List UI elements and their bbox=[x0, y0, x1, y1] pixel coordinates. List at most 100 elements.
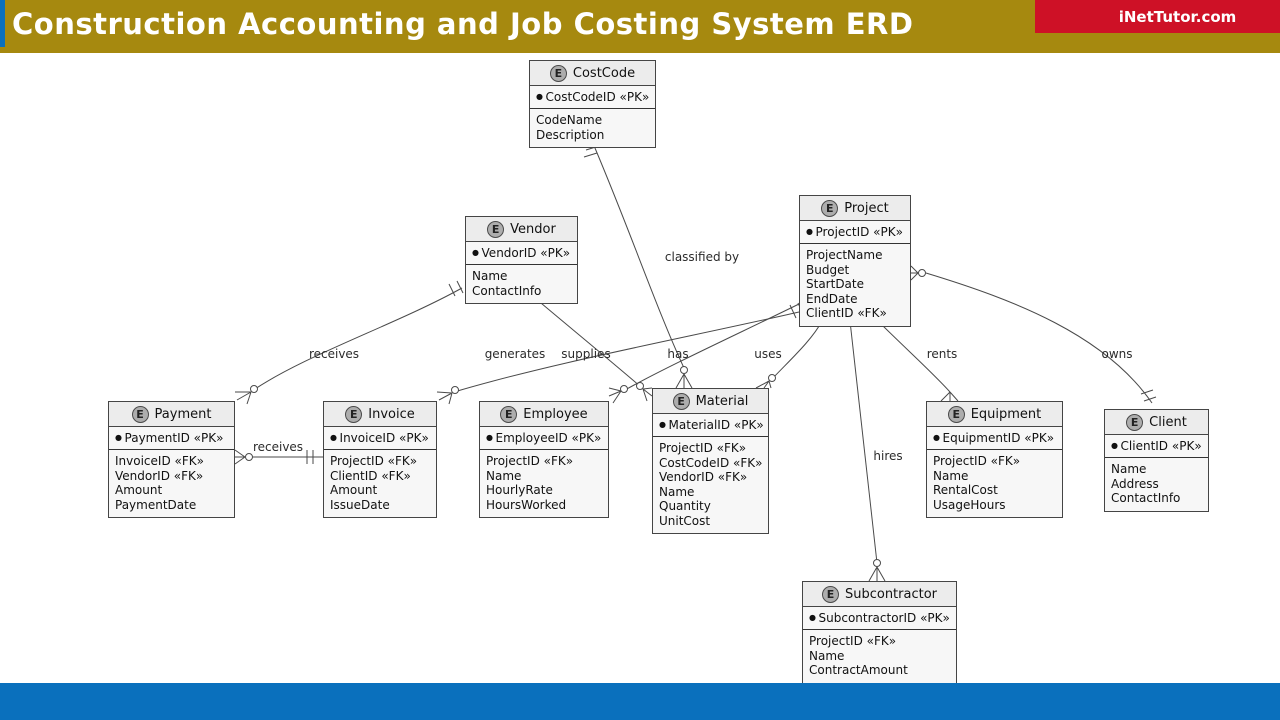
entity-costcode: E CostCode CostCodeID «PK» CodeName Desc… bbox=[529, 60, 656, 148]
entity-icon: E bbox=[500, 405, 518, 423]
entity-icon: E bbox=[821, 199, 839, 217]
entity-pk-row: ProjectID «PK» bbox=[800, 221, 910, 244]
entity-title: CostCode bbox=[572, 65, 636, 81]
footer-bar bbox=[0, 683, 1280, 720]
entity-pk-row: EmployeeID «PK» bbox=[480, 427, 608, 450]
entity-header: E Project bbox=[800, 196, 910, 221]
entity-header: E Client bbox=[1105, 410, 1208, 435]
attribute-row: VendorID «FK» bbox=[659, 470, 748, 484]
relationship-label-rents: rents bbox=[926, 347, 958, 361]
entity-header: E CostCode bbox=[530, 61, 655, 86]
entity-attributes: ProjectID «FK» Name ContractAmount bbox=[803, 630, 956, 683]
attribute-row: EndDate bbox=[806, 291, 858, 306]
attribute-row: ProjectID «FK» bbox=[933, 454, 1021, 468]
entity-pk-row: MaterialID «PK» bbox=[653, 414, 768, 437]
entity-attributes: ProjectName Budget StartDate EndDate Cli… bbox=[800, 244, 910, 326]
attribute-row: ClientID «FK» bbox=[806, 306, 887, 320]
attribute-row: ContactInfo bbox=[1111, 491, 1181, 505]
attribute-row: VendorID «FK» bbox=[115, 468, 204, 483]
relationship-label-hires: hires bbox=[873, 449, 903, 463]
entity-payment: E Payment PaymentID «PK» InvoiceID «FK» … bbox=[108, 401, 235, 518]
entity-title: Vendor bbox=[510, 221, 556, 237]
attribute-row: UnitCost bbox=[659, 513, 711, 528]
entity-attributes: InvoiceID «FK» VendorID «FK» Amount Paym… bbox=[109, 450, 234, 517]
entity-header: E Vendor bbox=[466, 217, 577, 242]
entity-subcontractor: E Subcontractor SubcontractorID «PK» Pro… bbox=[802, 581, 957, 684]
entity-title: Material bbox=[695, 393, 749, 409]
corner-accent bbox=[0, 0, 5, 47]
attribute-row: UsageHours bbox=[933, 497, 1006, 512]
attribute-row: ClientID «FK» bbox=[330, 468, 411, 483]
entity-icon: E bbox=[345, 405, 363, 423]
entity-employee: E Employee EmployeeID «PK» ProjectID «FK… bbox=[479, 401, 609, 518]
relationship-label-owns: owns bbox=[1101, 347, 1133, 361]
entity-icon: E bbox=[131, 405, 149, 423]
attribute-row: ContactInfo bbox=[472, 283, 542, 298]
attribute-row: ProjectID «FK» bbox=[809, 634, 897, 648]
entity-icon: E bbox=[487, 220, 505, 238]
attribute-row: Name bbox=[486, 468, 522, 483]
attribute-row: ProjectID «FK» bbox=[659, 441, 747, 455]
attribute-row: CodeName bbox=[536, 113, 603, 127]
entity-header: E Payment bbox=[109, 402, 234, 427]
attribute-row: HoursWorked bbox=[486, 497, 567, 512]
entity-icon: E bbox=[947, 405, 965, 423]
attribute-row: ProjectName bbox=[806, 248, 883, 262]
attribute-row: Budget bbox=[806, 262, 850, 277]
entity-icon: E bbox=[672, 392, 690, 410]
entity-header: E Equipment bbox=[927, 402, 1062, 427]
relationship-label-has: has bbox=[667, 347, 689, 361]
relationship-label-receives-vendor: receives bbox=[308, 347, 360, 361]
entity-header: E Invoice bbox=[324, 402, 436, 427]
attribute-row: ProjectID «FK» bbox=[486, 454, 574, 468]
relationship-label-classified-by: classified by bbox=[664, 250, 740, 264]
entity-title: Subcontractor bbox=[844, 586, 938, 602]
attribute-row: ProjectID «FK» bbox=[330, 454, 418, 468]
entity-icon: E bbox=[1126, 413, 1144, 431]
entity-attributes: ProjectID «FK» Name RentalCost UsageHour… bbox=[927, 450, 1062, 517]
attribute-row: Amount bbox=[115, 483, 163, 497]
attribute-row: Name bbox=[933, 468, 969, 483]
attribute-row: Amount bbox=[330, 483, 378, 497]
entity-attributes: ProjectID «FK» ClientID «FK» Amount Issu… bbox=[324, 450, 436, 517]
attribute-row: InvoiceID «FK» bbox=[115, 454, 204, 468]
attribute-row: RentalCost bbox=[933, 483, 998, 497]
entity-pk-row: VendorID «PK» bbox=[466, 242, 577, 265]
attribute-row: Description bbox=[536, 127, 605, 142]
entity-client: E Client ClientID «PK» Name Address Cont… bbox=[1104, 409, 1209, 512]
entity-vendor: E Vendor VendorID «PK» Name ContactInfo bbox=[465, 216, 578, 304]
entity-title: Payment bbox=[154, 406, 212, 422]
entity-pk-row: PaymentID «PK» bbox=[109, 427, 234, 450]
attribute-row: PaymentDate bbox=[115, 497, 197, 512]
entity-title: Equipment bbox=[970, 406, 1042, 422]
relationship-label-uses: uses bbox=[754, 347, 782, 361]
entity-title: Employee bbox=[523, 406, 588, 422]
attribute-row: Name bbox=[809, 648, 845, 663]
brand-badge: iNetTutor.com bbox=[1035, 0, 1280, 33]
attribute-row: Name bbox=[659, 484, 695, 499]
attribute-row: Name bbox=[1111, 462, 1147, 476]
attribute-row: ContractAmount bbox=[809, 663, 908, 677]
relationship-label-generates: generates bbox=[484, 347, 546, 361]
attribute-row: Quantity bbox=[659, 499, 711, 513]
entity-attributes: ProjectID «FK» Name HourlyRate HoursWork… bbox=[480, 450, 608, 517]
page-title: Construction Accounting and Job Costing … bbox=[12, 7, 914, 41]
entity-material: E Material MaterialID «PK» ProjectID «FK… bbox=[652, 388, 769, 534]
attribute-row: IssueDate bbox=[330, 497, 390, 512]
attribute-row: StartDate bbox=[806, 277, 864, 291]
entity-attributes: Name Address ContactInfo bbox=[1105, 458, 1208, 511]
entity-icon: E bbox=[549, 64, 567, 82]
entity-header: E Material bbox=[653, 389, 768, 414]
entity-pk-row: InvoiceID «PK» bbox=[324, 427, 436, 450]
entity-title: Project bbox=[844, 200, 889, 216]
entity-attributes: Name ContactInfo bbox=[466, 265, 577, 303]
entity-project: E Project ProjectID «PK» ProjectName Bud… bbox=[799, 195, 911, 327]
entity-pk-row: EquipmentID «PK» bbox=[927, 427, 1062, 450]
attribute-row: CostCodeID «FK» bbox=[659, 455, 763, 470]
relationship-label-receives-invoice: receives bbox=[252, 440, 304, 454]
entity-title: Invoice bbox=[368, 406, 415, 422]
brand-text: iNetTutor.com bbox=[1118, 7, 1237, 26]
entity-icon: E bbox=[821, 585, 839, 603]
entity-title: Client bbox=[1149, 414, 1187, 430]
